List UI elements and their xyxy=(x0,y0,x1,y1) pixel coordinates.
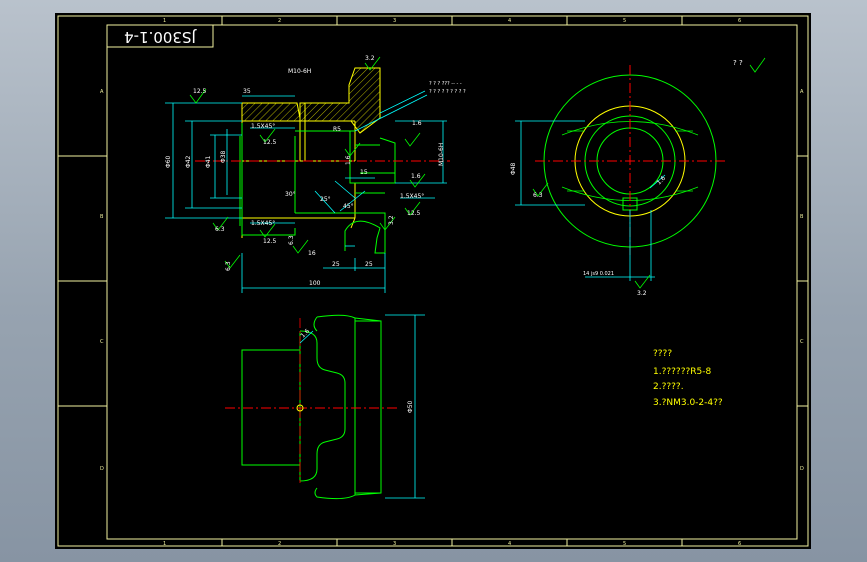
dim-dia50: Φ50 xyxy=(407,400,414,413)
row-label: C xyxy=(100,339,104,345)
col-label: 5 xyxy=(623,18,626,24)
col-label: 6 xyxy=(738,541,741,547)
corner-roughness: ? ? xyxy=(733,59,743,67)
dim-25b: 25 xyxy=(365,261,373,268)
roughness-12.5: 12.5 xyxy=(193,88,207,95)
dim-chamfer1: 1.5X45° xyxy=(251,123,275,130)
dim-dia42: Φ42 xyxy=(185,155,192,168)
dim-thread: M10-6H xyxy=(288,68,311,75)
roughness-6.3: 6.3 xyxy=(533,192,543,199)
dim-100: 100 xyxy=(309,280,321,287)
roughness-1.6: 1.6 xyxy=(345,155,352,165)
col-label: 1 xyxy=(163,18,166,24)
roughness-3.2: 3.2 xyxy=(365,55,375,62)
dim-25deg: 25° xyxy=(320,196,331,203)
dim-30deg: 30° xyxy=(285,191,296,198)
dim-dia38: Φ38 xyxy=(220,150,227,163)
dim-r5: R5 xyxy=(333,126,341,133)
roughness-1.6: 1.6 xyxy=(655,175,667,187)
roughness-1.6: 1.6 xyxy=(299,328,311,340)
roughness-12.5: 12.5 xyxy=(263,238,277,245)
dim-16: 16 xyxy=(308,250,316,257)
roughness-3.2: 3.2 xyxy=(388,215,395,225)
row-label: D xyxy=(800,466,804,472)
drawing-number: JS300.1-4 xyxy=(124,28,197,46)
note-line: 3.?NM3.0-2-4?? xyxy=(653,398,723,408)
roughness-3.2: 3.2 xyxy=(637,290,647,297)
row-label: B xyxy=(100,214,104,220)
col-label: 3 xyxy=(393,18,396,24)
row-label: C xyxy=(800,339,804,345)
col-label: 2 xyxy=(278,18,281,24)
col-label: 3 xyxy=(393,541,396,547)
dim-keyway: 14 js9 0.021 xyxy=(583,271,614,277)
col-label: 2 xyxy=(278,541,281,547)
inner-frame xyxy=(106,24,798,540)
roughness-1.6: 1.6 xyxy=(411,173,421,180)
row-label: B xyxy=(800,214,804,220)
row-label: A xyxy=(100,89,104,95)
col-label: 4 xyxy=(508,541,511,547)
notes-heading: ???? xyxy=(653,349,672,359)
roughness-6.3: 6.3 xyxy=(288,235,295,245)
dim-dia41: Φ41 xyxy=(205,155,212,168)
row-label: A xyxy=(800,89,804,95)
outer-frame xyxy=(57,15,809,547)
roughness-12.5: 12.5 xyxy=(407,210,421,217)
note-line: 1.??????R5-8 xyxy=(653,367,711,377)
dim-bore-48: Φ48 xyxy=(510,162,517,175)
note-line: 2.????. xyxy=(653,382,684,392)
col-label: 1 xyxy=(163,541,166,547)
roughness-6.3: 6.3 xyxy=(225,261,232,271)
dim-45deg: 45° xyxy=(343,203,354,210)
title-block: JS300.1-4 xyxy=(106,24,214,48)
col-label: 5 xyxy=(623,541,626,547)
dim-dia60: Φ60 xyxy=(165,155,172,168)
zone-labels: 1 2 3 4 5 6 1 2 3 4 5 6 A B C D A B C D xyxy=(100,18,804,547)
col-label: 4 xyxy=(508,18,511,24)
dim-chamfer3: 1.5X45° xyxy=(400,193,424,200)
leader-note: ? ? ? ? ? ? ? ? ? xyxy=(429,89,466,95)
col-label: 6 xyxy=(738,18,741,24)
drawing-canvas[interactable]: 1 2 3 4 5 6 1 2 3 4 5 6 A B C D A B C D … xyxy=(55,13,811,549)
roughness-1.6: 1.6 xyxy=(412,120,422,127)
roughness-12.5: 12.5 xyxy=(263,139,277,146)
roughness-6.3: 6.3 xyxy=(215,226,225,233)
dim-bore-m10: M10-6H xyxy=(438,143,445,166)
cad-drawing: 1 2 3 4 5 6 1 2 3 4 5 6 A B C D A B C D … xyxy=(57,15,809,547)
dim-15: 15 xyxy=(360,169,368,176)
end-view: Φ48 14 js9 0.021 1.6 6.3 3.2 ? ? xyxy=(510,57,766,297)
zone-ticks xyxy=(58,16,808,546)
leader-note: ? ? ? ??? -- - - xyxy=(429,81,462,87)
row-label: D xyxy=(100,466,104,472)
dim-chamfer2: 1.5X45° xyxy=(251,220,275,227)
bottom-view: Φ50 1.6 xyxy=(225,314,425,500)
technical-notes: ???? 1.??????R5-8 2.????. 3.?NM3.0-2-4?? xyxy=(653,349,723,408)
dim-35: 35 xyxy=(243,88,251,95)
dim-25a: 25 xyxy=(332,261,340,268)
section-view: 35 100 25 25 15 16 30° 25° 45° R5 M10-6H… xyxy=(165,55,466,293)
